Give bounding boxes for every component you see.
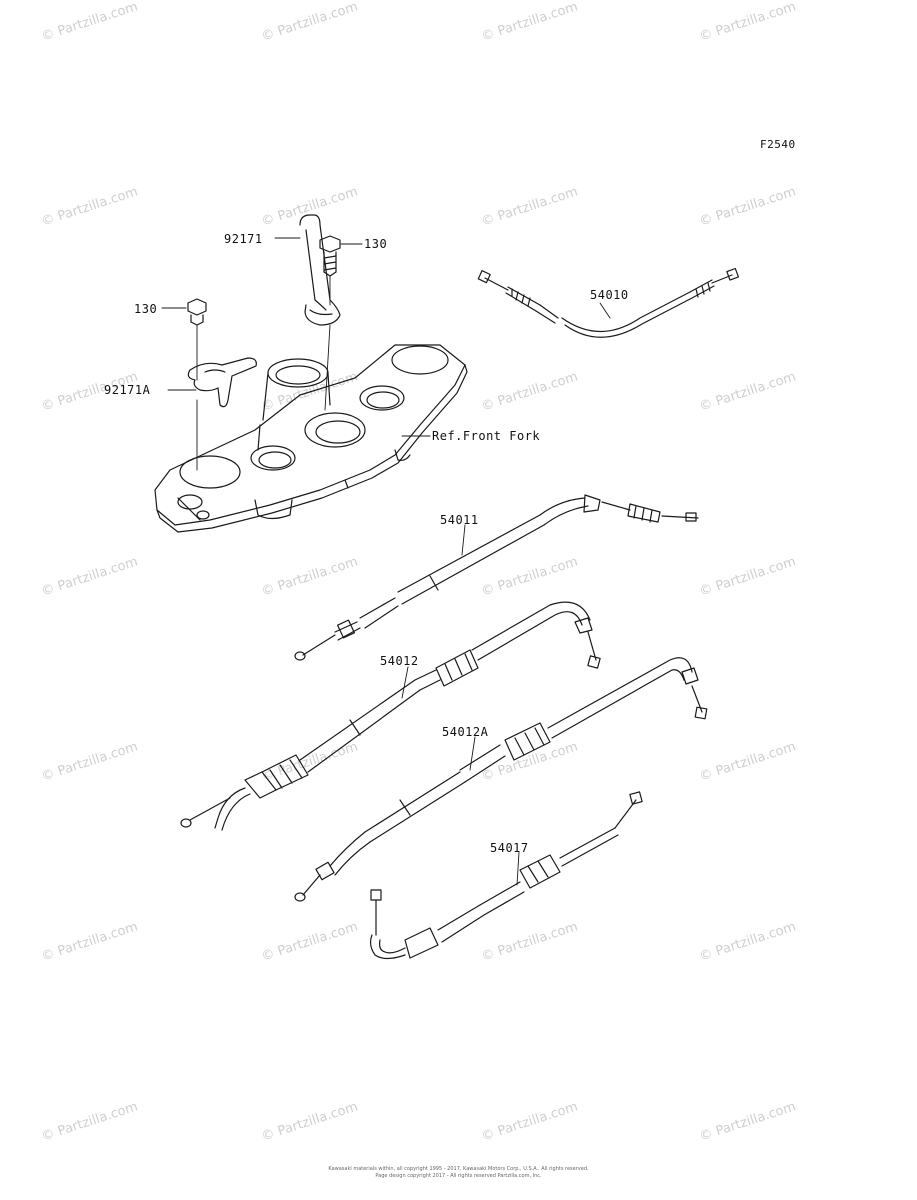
cable-54011 [294,494,699,661]
label-130-top: 130 [364,237,388,251]
cable-54017 [369,791,643,960]
label-ref-front-fork: Ref.Front Fork [432,429,541,443]
figure-code: F2540 [760,138,796,151]
copyright-notice: Kawasaki materials within, all copyright… [0,1166,917,1180]
bolt-130-left [187,298,207,326]
label-54010: 54010 [590,288,629,302]
leader-lines [161,237,611,886]
bolt-130-top [319,235,341,277]
cable-54010 [477,267,740,338]
clamp-92171A [187,357,257,408]
copyright-line-2: Page design copyright 2017 - All rights … [375,1173,542,1179]
copyright-line-1: Kawasaki materials within, all copyright… [328,1166,589,1172]
label-54011: 54011 [440,513,479,527]
cable-54012A [294,657,708,902]
label-54012A: 54012A [442,725,489,739]
steering-stem-bracket [154,344,468,533]
label-92171A: 92171A [104,383,151,397]
label-54017: 54017 [490,841,529,855]
label-130-left: 130 [134,302,158,316]
cable-54012 [180,601,601,831]
label-92171: 92171 [224,232,263,246]
clamp-92171 [299,214,341,326]
label-54012: 54012 [380,654,419,668]
